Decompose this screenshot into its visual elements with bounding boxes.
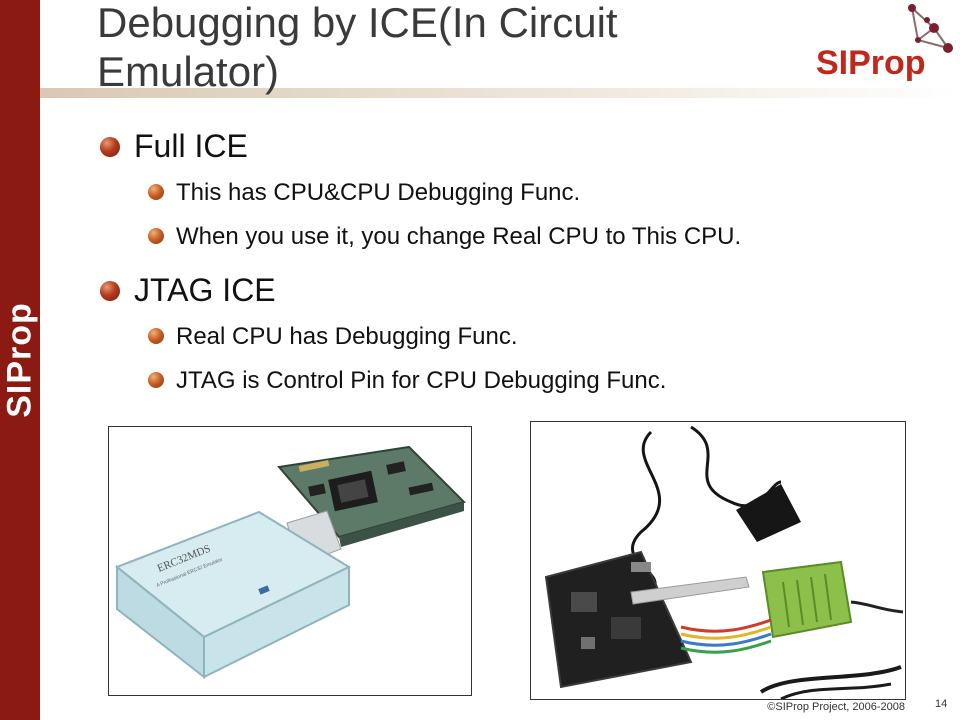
sub-bullet: When you use it, you change Real CPU to … <box>96 219 876 255</box>
side-brand-bar: SIProp <box>0 0 40 720</box>
sub-bullet-dot-icon <box>148 372 164 388</box>
siprop-logo: SIProp <box>808 0 960 88</box>
bullet-dot-icon <box>100 281 120 301</box>
sub-bullet-dot-icon <box>148 328 164 344</box>
logo-text: SIProp <box>816 44 926 82</box>
full-ice-emulator-photo: ERC32MDS A Professional ERC32 Emulator <box>108 426 472 696</box>
slide-title: Debugging by ICE(In Circuit Emulator) <box>97 0 618 95</box>
sub-bullet: Real CPU has Debugging Func. <box>96 319 876 355</box>
footer-copyright: ©SIProp Project, 2006-2008 <box>767 701 905 713</box>
sub-bullet-text: This has CPU&CPU Debugging Func. <box>176 179 581 206</box>
sub-bullet-text: JTAG is Control Pin for CPU Debugging Fu… <box>176 367 667 394</box>
side-brand-logo: SIProp <box>0 302 39 418</box>
jtag-ice-board-photo <box>530 421 906 700</box>
sub-bullet-text: When you use it, you change Real CPU to … <box>176 223 742 250</box>
title-underline <box>40 88 960 98</box>
bullet-dot-icon <box>100 137 120 157</box>
bullet-jtag-ice: JTAG ICE <box>96 269 876 311</box>
bullet-text: Full ICE <box>134 128 248 164</box>
page-number: 14 <box>935 698 948 710</box>
bullet-list: Full ICE This has CPU&CPU Debugging Func… <box>96 125 876 399</box>
sub-bullet-dot-icon <box>148 228 164 244</box>
sub-bullet-dot-icon <box>148 184 164 200</box>
sub-bullet: This has CPU&CPU Debugging Func. <box>96 175 876 211</box>
sub-bullet-text: Real CPU has Debugging Func. <box>176 323 518 350</box>
sub-bullet: JTAG is Control Pin for CPU Debugging Fu… <box>96 363 876 399</box>
bullet-full-ice: Full ICE <box>96 125 876 167</box>
bullet-text: JTAG ICE <box>134 272 276 308</box>
